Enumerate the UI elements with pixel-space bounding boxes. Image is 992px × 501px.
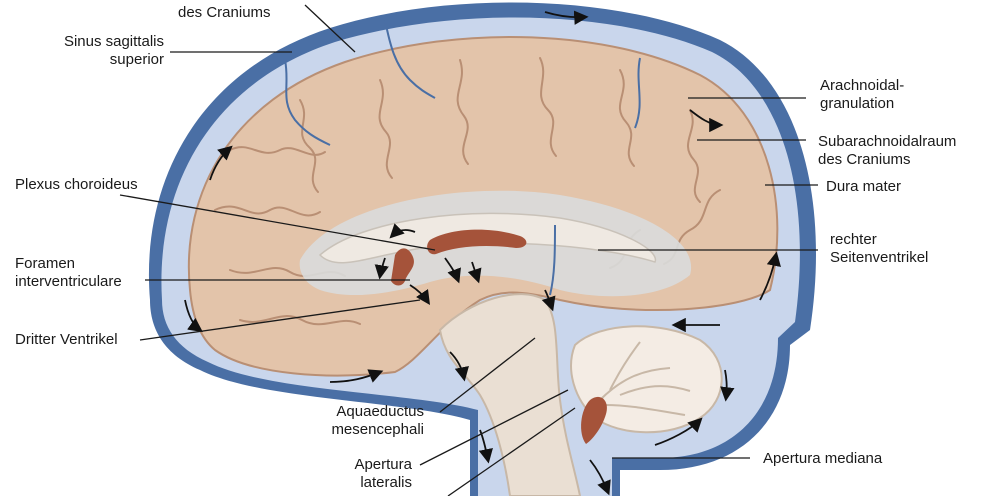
label-plexus-choroideus: Plexus choroideus — [15, 176, 138, 193]
label-subarachnoidalraum: Subarachnoidalraum des Craniums — [818, 133, 956, 169]
label-ventr-line2: Seitenventrikel — [830, 249, 929, 266]
brainstem — [438, 293, 582, 497]
label-aquaeductus: Aquaeductus mesencephali — [300, 403, 424, 439]
fourth-ventricle-plexus — [581, 396, 607, 444]
label-dura-mater: Dura mater — [826, 178, 902, 195]
label-ventr-line1: rechter — [830, 231, 877, 248]
leader-lines — [119, 4, 818, 497]
label-apl-line1: Apertura — [354, 456, 412, 473]
label-subarach-line1: Subarachnoidalraum — [818, 133, 957, 150]
label-arach-line2: granulation — [820, 95, 895, 112]
label-sinus-line2: superior — [109, 51, 164, 68]
arbor-vitae — [599, 341, 691, 416]
label-apertura-mediana: Apertura mediana — [763, 450, 883, 467]
label-subarach-line2: des Craniums — [818, 151, 911, 168]
label-foramen-line2: interventriculare — [15, 273, 122, 290]
csf-flow-arrows — [184, 10, 781, 496]
cortical-veins — [284, 19, 641, 296]
label-foramen-line1: Foramen — [15, 255, 76, 272]
choroid-plexus — [391, 229, 527, 286]
label-apertura-lateralis: Apertura lateralis — [320, 456, 412, 492]
label-sinus-sagittalis: Sinus sagittalis superior — [38, 33, 164, 69]
label-foramen-interventriculare: Foramen interventriculare — [15, 255, 122, 291]
label-sinus-line1: Sinus sagittalis — [63, 33, 164, 50]
label-aqua-line2: mesencephali — [331, 421, 424, 438]
label-arach-line1: Arachnoidal- — [820, 77, 905, 94]
label-arachnoidal-granulation: Arachnoidal- granulation — [820, 77, 904, 113]
label-apl-line2: lateralis — [360, 474, 412, 491]
label-subarachnoid-top: des Craniums — [178, 4, 271, 21]
label-seitenventrikel: rechter Seitenventrikel — [830, 231, 928, 267]
label-dritter-ventrikel: Dritter Ventrikel — [15, 331, 118, 348]
label-aqua-line1: Aquaeductus — [336, 403, 424, 420]
